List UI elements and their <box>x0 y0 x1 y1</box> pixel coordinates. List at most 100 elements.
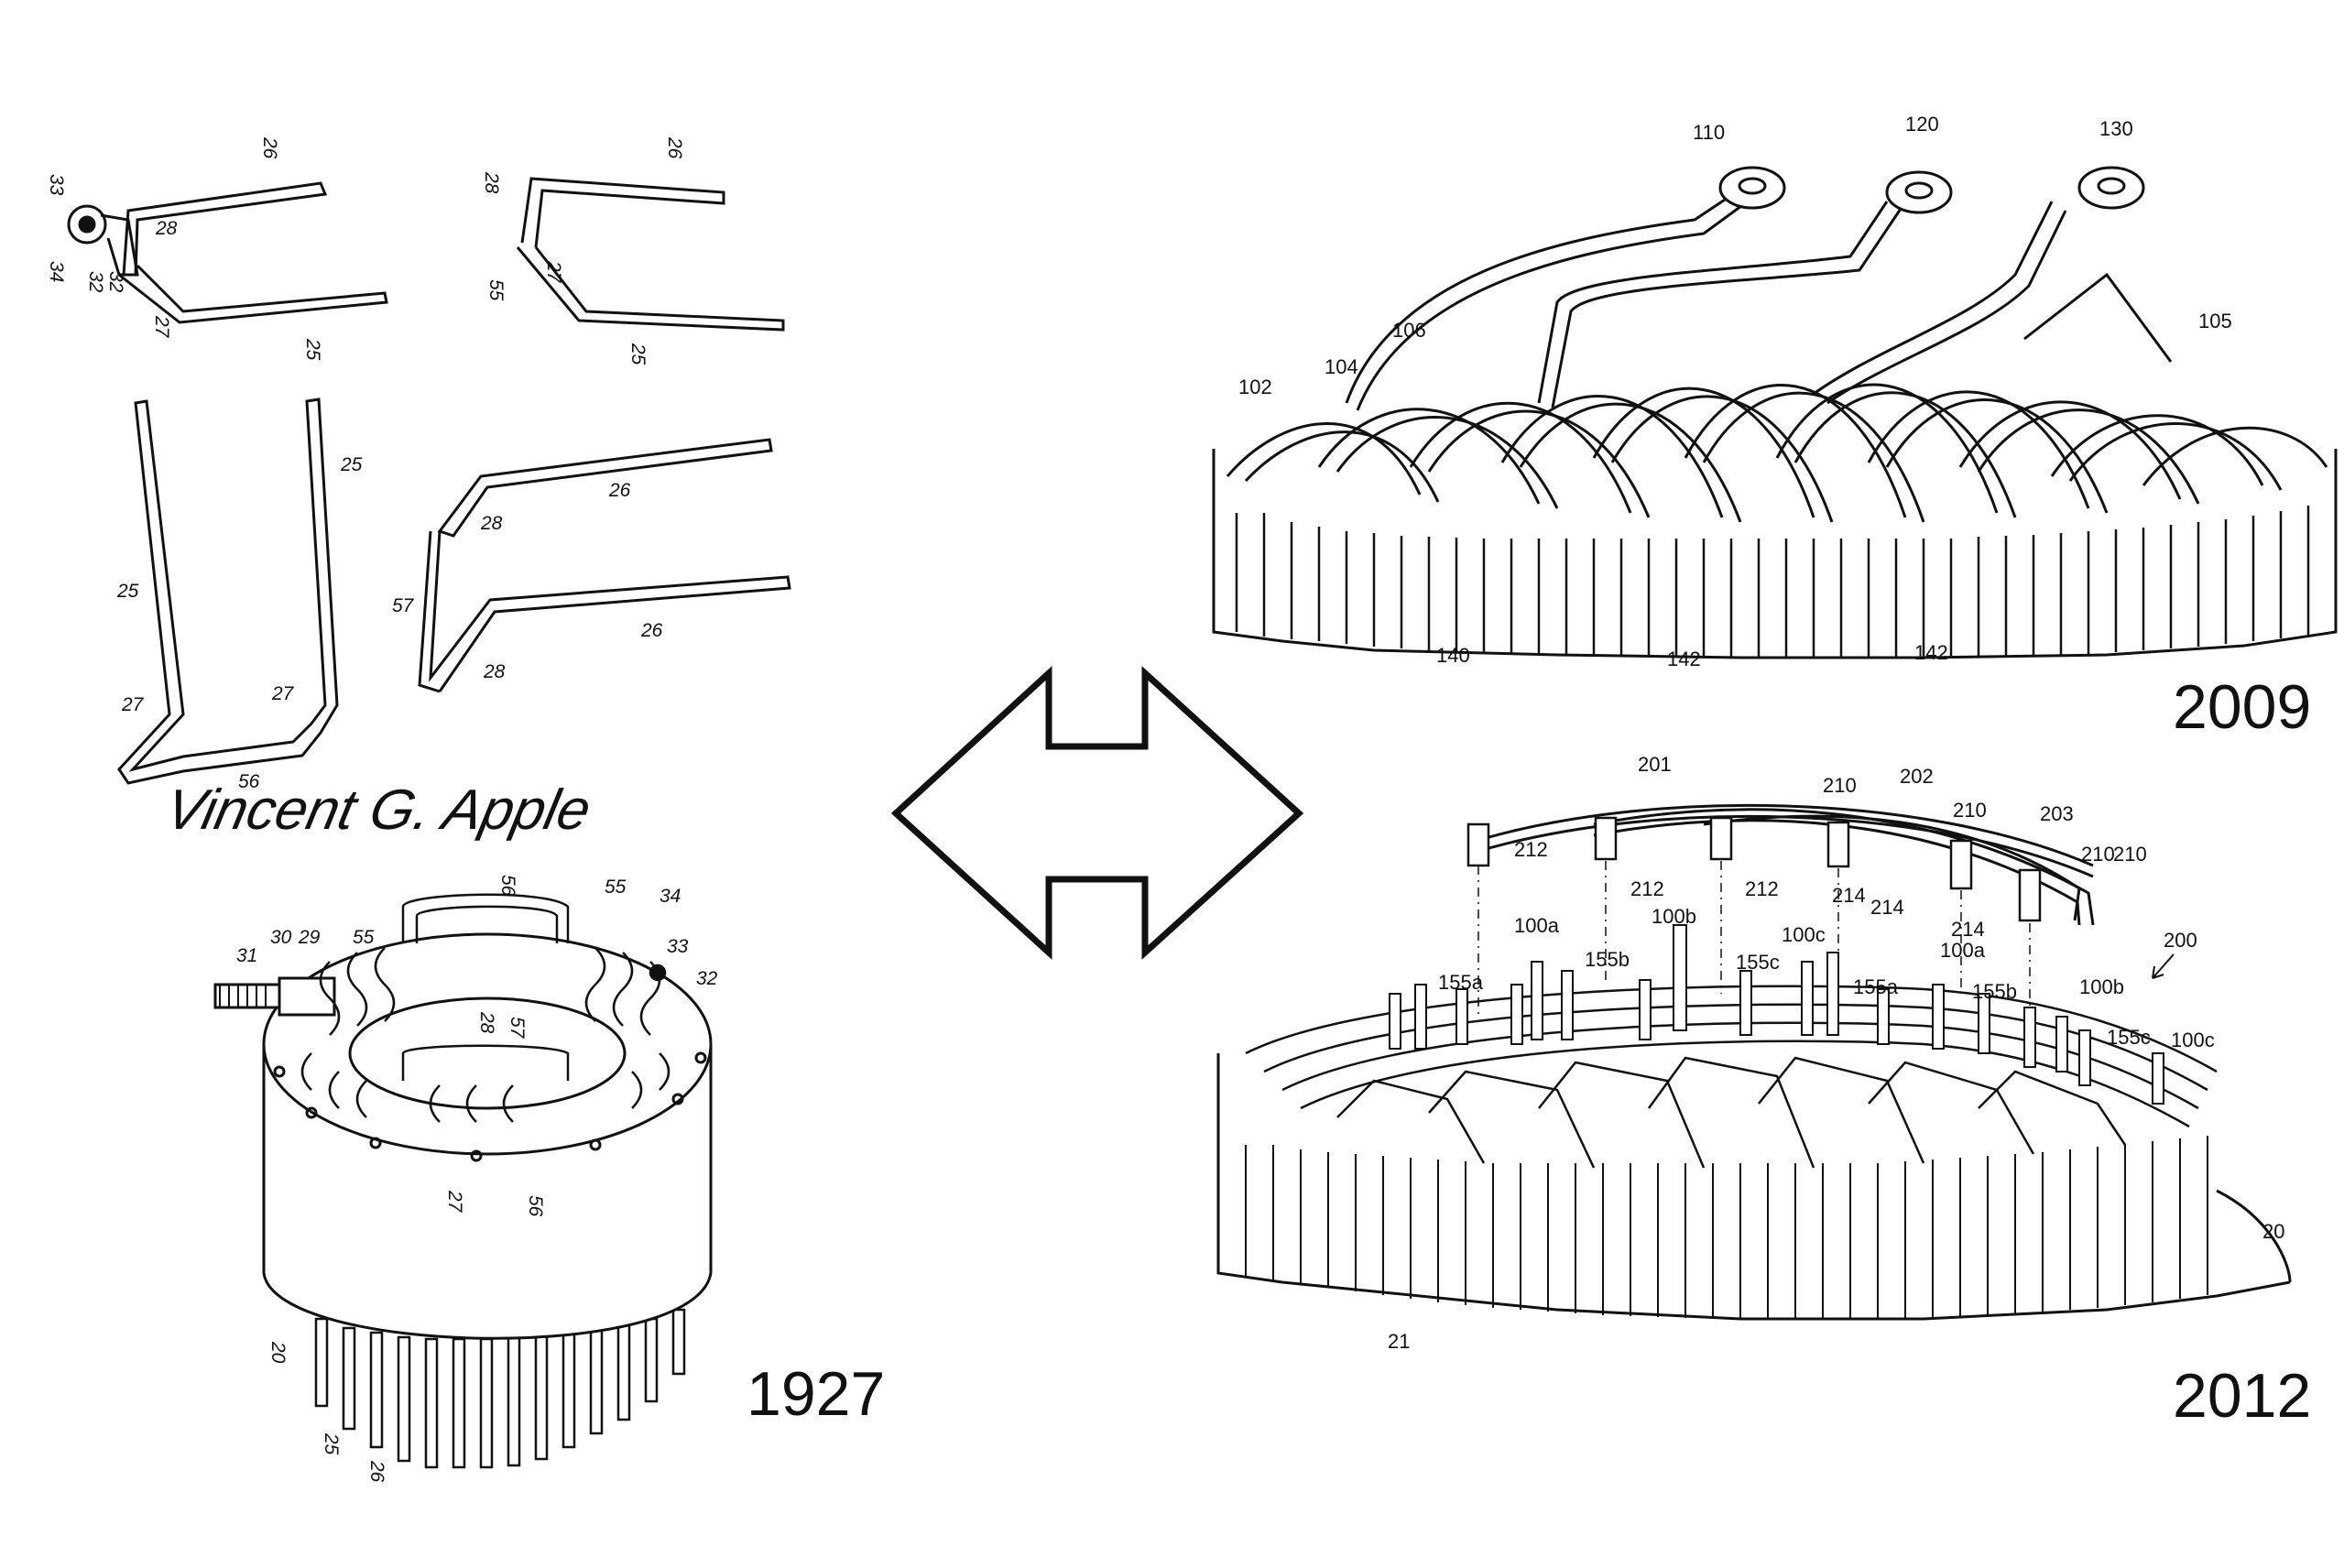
ref-label: 26 <box>640 620 663 641</box>
ref-label: 33 <box>46 174 67 196</box>
terminal-rings <box>1718 166 2145 214</box>
ref-label: 212 <box>1745 877 1779 900</box>
ref-label: 21 <box>1388 1330 1410 1353</box>
ref-label: 26 <box>366 1460 387 1483</box>
fig2012-pointer-arrow <box>2152 953 2175 979</box>
ref-label: 28 <box>483 661 506 682</box>
ref-label: 155b <box>1585 948 1630 971</box>
ref-label: 155a <box>1853 975 1899 998</box>
ref-label: 20 <box>2262 1220 2284 1243</box>
ref-label: 106 <box>1392 319 1426 342</box>
fig1927-conductor-u-shape <box>117 397 339 785</box>
year-1927: 1927 <box>747 1359 885 1429</box>
ref-label: 57 <box>507 1017 528 1040</box>
ref-label: 32 <box>85 271 106 293</box>
ref-label: 32 <box>696 968 718 989</box>
fig2009-stator-winding <box>1212 166 2338 659</box>
ref-label: 130 <box>2099 117 2133 140</box>
ref-label: 25 <box>321 1432 342 1455</box>
fig1927-stator-drum <box>213 893 713 1469</box>
fig2009-labels: 110 120 130 106 105 104 102 140 142 142 <box>1238 113 2232 670</box>
signature: Vincent G. Apple <box>160 779 597 842</box>
ref-label: 28 <box>481 171 502 194</box>
ref-label: 27 <box>271 683 295 704</box>
ref-label: 142 <box>1914 641 1948 664</box>
ref-label: 56 <box>525 1195 546 1217</box>
ref-label: 100c <box>2171 1029 2215 1051</box>
terminal-leads <box>1345 191 2173 411</box>
ref-label: 203 <box>2040 802 2074 825</box>
winding-arcs <box>1226 383 2328 523</box>
ref-label: 100a <box>1514 914 1560 937</box>
ref-label: 210 <box>1823 774 1857 797</box>
ref-label: 105 <box>2198 310 2232 332</box>
ref-label: 29 <box>298 927 321 948</box>
ref-label: 56 <box>497 875 518 897</box>
fig2012-labels: 201 202 203 210 210 210 210 212 212 212 … <box>1388 753 2284 1353</box>
ref-label: 26 <box>259 136 280 159</box>
ref-label: 100b <box>2079 975 2124 998</box>
ref-label: 214 <box>1870 896 1904 919</box>
ref-label: 27 <box>121 694 145 715</box>
ref-label: 26 <box>608 480 631 501</box>
ref-label: 210 <box>2081 843 2115 866</box>
ref-label: 140 <box>1436 644 1470 667</box>
ref-label: 100b <box>1652 905 1696 928</box>
ref-label: 25 <box>627 343 649 365</box>
fig1927-stator-drum-labels: 56 55 31 30 29 55 34 33 32 28 57 27 56 2… <box>236 875 718 1483</box>
year-2009: 2009 <box>2173 672 2311 742</box>
ref-label: 200 <box>2164 929 2197 952</box>
ref-label: 214 <box>1832 884 1866 907</box>
fig1927-conductor-top-left <box>67 181 388 324</box>
ref-label: 201 <box>1638 753 1672 776</box>
ref-label: 28 <box>476 1011 497 1034</box>
ref-label: 212 <box>1630 877 1664 900</box>
ref-label: 25 <box>302 338 323 361</box>
ref-label: 202 <box>1900 765 1934 788</box>
fig2012-stator-winding <box>1216 803 2292 1321</box>
ref-label: 110 <box>1693 121 1725 144</box>
bus-bars <box>1469 803 2095 926</box>
ref-label: 33 <box>667 936 689 957</box>
fig1927-conductor-u-shape-labels: 25 25 27 27 56 <box>116 454 363 792</box>
ref-label: 31 <box>236 945 257 966</box>
fig1927-conductor-top-left-labels: 33 26 28 27 25 34 32 32 <box>46 136 323 361</box>
winding-hooks <box>300 893 670 1123</box>
ref-label: 57 <box>392 595 415 616</box>
ref-label: 142 <box>1667 648 1701 670</box>
ref-label: 25 <box>340 454 363 475</box>
ref-label: 32 <box>105 271 126 293</box>
ref-label: 27 <box>543 260 564 284</box>
ref-label: 27 <box>444 1190 465 1214</box>
alignment-lines <box>1477 861 2031 1021</box>
ref-label: 155a <box>1438 971 1484 994</box>
ref-label: 55 <box>605 877 627 898</box>
stator-teeth <box>1245 1136 2208 1319</box>
ref-label: 28 <box>480 513 503 534</box>
ref-label: 56 <box>238 771 260 792</box>
double-headed-arrow-icon <box>890 666 1304 960</box>
ref-label: 100a <box>1940 939 1986 962</box>
ref-label: 34 <box>46 261 67 282</box>
ref-label: 212 <box>1514 838 1548 861</box>
fig1927-conductor-mid-right <box>418 438 791 693</box>
ref-label: 27 <box>151 315 172 339</box>
winding-bundle <box>1245 985 2218 1169</box>
ref-label: 104 <box>1325 355 1358 378</box>
ref-label: 55 <box>485 279 507 301</box>
ref-label: 102 <box>1238 376 1272 398</box>
lead-pins <box>1389 924 2164 1105</box>
fig1927-conductor-mid-right-labels: 26 28 57 26 28 <box>392 480 663 682</box>
year-2012: 2012 <box>2173 1361 2311 1431</box>
ref-label: 25 <box>116 581 139 602</box>
ref-label: 155c <box>1736 951 1780 974</box>
ref-label: 210 <box>2113 843 2147 866</box>
ref-label: 55 <box>353 927 375 948</box>
ref-label: 28 <box>155 218 178 239</box>
ref-label: 214 <box>1951 918 1985 941</box>
ref-label: 100c <box>1782 923 1826 946</box>
ref-label: 26 <box>664 136 685 159</box>
ref-label: 120 <box>1905 113 1939 136</box>
ref-label: 155b <box>1972 980 2017 1003</box>
